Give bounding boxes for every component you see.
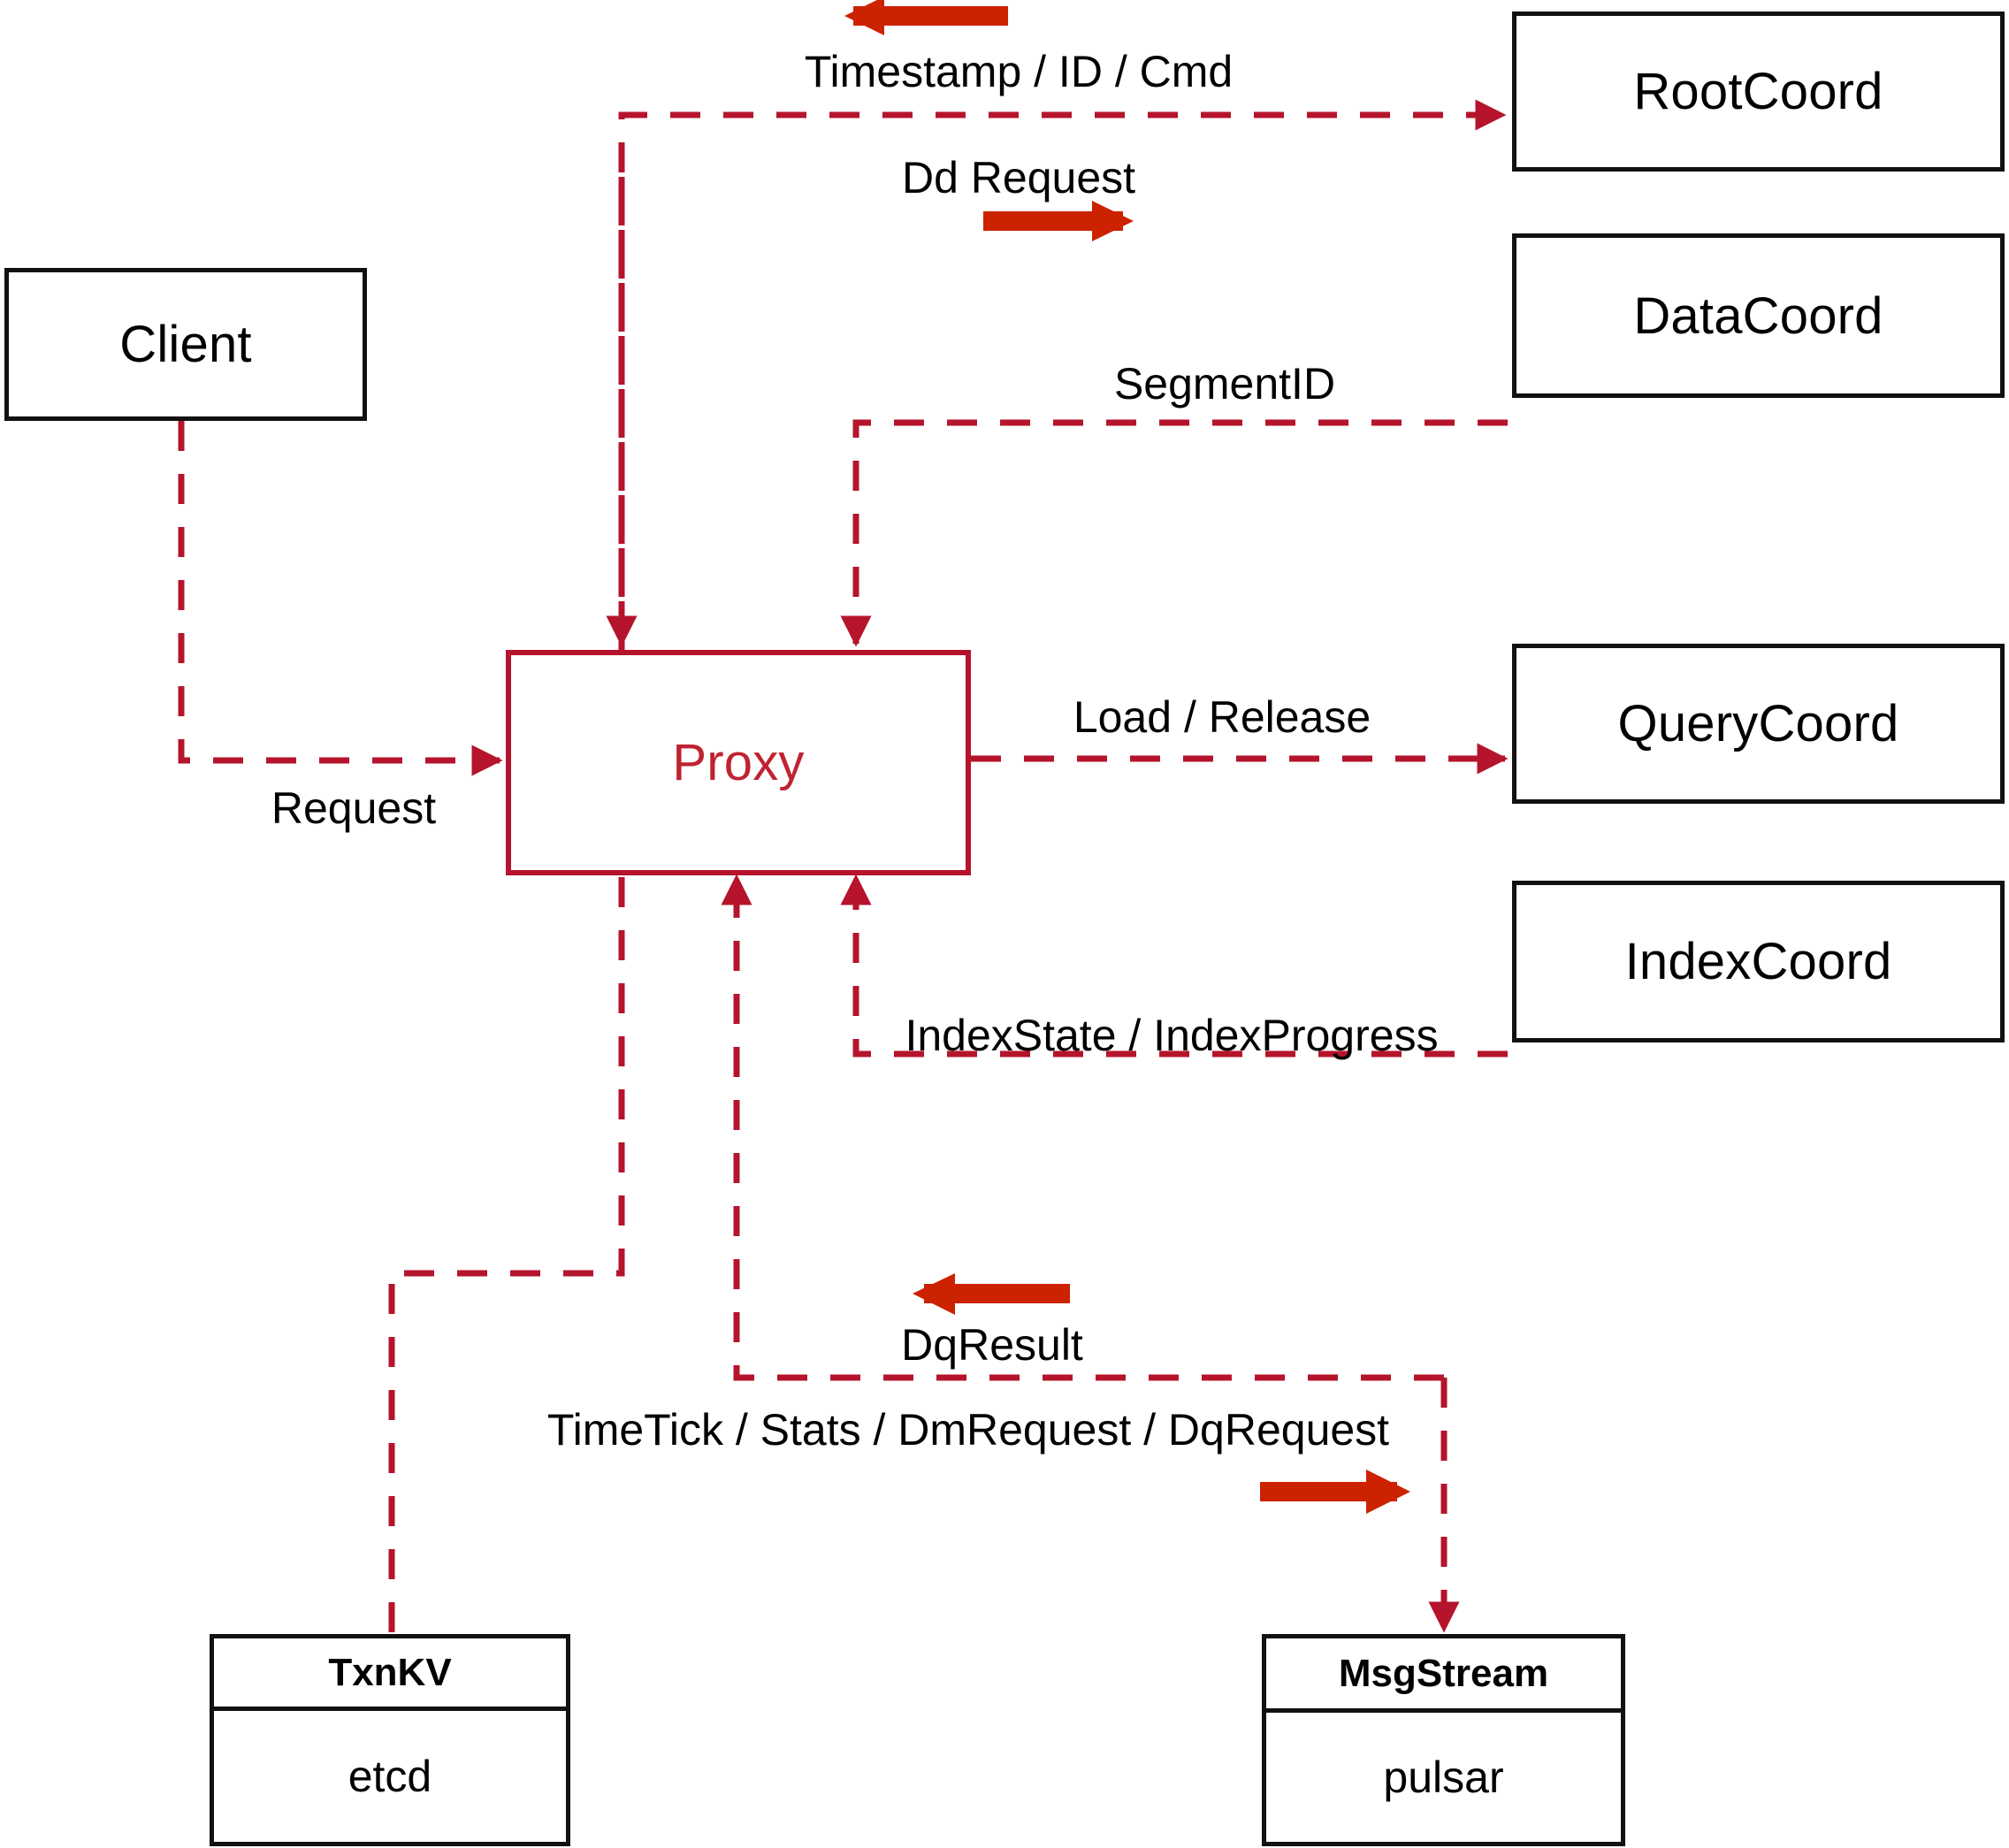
node-proxy-label: Proxy [672,734,805,791]
node-msgstream[interactable]: MsgStream pulsar [1262,1634,1625,1846]
node-proxy[interactable]: Proxy [506,650,971,875]
node-txnkv-title: TxnKV [328,1650,452,1694]
edge-segment-id [840,419,1508,647]
node-msgstream-body: pulsar [1266,1713,1621,1842]
node-query-coord-label: QueryCoord [1617,695,1899,752]
node-txnkv-body: etcd [214,1711,566,1842]
edge-label-timestamp-id-cmd: Timestamp / ID / Cmd [804,47,1234,96]
node-client[interactable]: Client [4,268,367,421]
edge-label-index-state-progress: IndexState / IndexProgress [905,1011,1439,1060]
node-data-coord-label: DataCoord [1633,286,1883,345]
node-query-coord[interactable]: QueryCoord [1512,644,2005,804]
edge-label-dd-request: Dd Request [901,153,1136,202]
edge-dq-result [721,874,1444,1381]
edge-label-timetick-stats-dm-dq: TimeTick / Stats / DmRequest / DqRequest [546,1405,1390,1455]
node-txnkv-header: TxnKV [214,1638,566,1711]
node-msgstream-header: MsgStream [1266,1638,1621,1713]
edge-proxy-txnkv [388,877,625,1634]
node-index-coord-label: IndexCoord [1624,933,1892,990]
node-root-coord-label: RootCoord [1633,63,1883,120]
hint-arrow-timestamp-left [844,0,1008,35]
node-msgstream-title: MsgStream [1338,1651,1549,1695]
node-root-coord[interactable]: RootCoord [1512,11,2005,172]
hint-arrow-dqresult-left [913,1273,1070,1315]
node-data-coord[interactable]: DataCoord [1512,233,2005,398]
edge-label-dq-result: DqResult [901,1320,1083,1370]
node-txnkv[interactable]: TxnKV etcd [210,1634,570,1846]
node-msgstream-impl: pulsar [1383,1753,1504,1802]
node-txnkv-impl: etcd [348,1752,432,1801]
edge-index-state-progress [840,874,1508,1058]
edge-label-load-release: Load / Release [1073,692,1371,742]
edge-label-segment-id: SegmentID [1113,359,1336,409]
node-client-label: Client [119,316,252,373]
edge-request [178,421,503,776]
hint-arrow-dd-request-right [983,201,1134,241]
node-index-coord[interactable]: IndexCoord [1512,881,2005,1042]
edge-label-request: Request [271,783,437,833]
hint-arrow-timetick-right [1260,1470,1410,1514]
